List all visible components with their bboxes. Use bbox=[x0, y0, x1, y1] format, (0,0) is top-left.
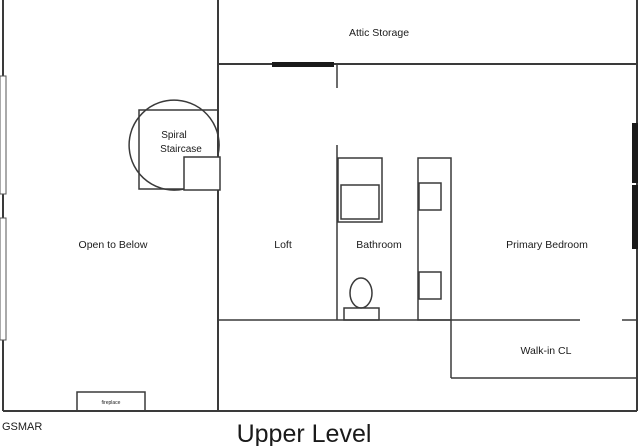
interior-walls bbox=[218, 145, 637, 379]
bedroom-window-upper bbox=[632, 123, 638, 183]
walk-in-closet-label: Walk-in CL bbox=[521, 345, 572, 357]
bathroom-label: Bathroom bbox=[356, 239, 402, 251]
plan-title: Upper Level bbox=[237, 420, 372, 446]
bedroom-window-lower bbox=[632, 185, 638, 249]
bathroom-vanity bbox=[337, 157, 383, 223]
bathroom-sink bbox=[340, 184, 380, 220]
spiral-staircase bbox=[128, 99, 221, 191]
loft-label: Loft bbox=[274, 239, 292, 251]
toilet-tank bbox=[343, 307, 380, 321]
closet-unit bbox=[417, 157, 452, 321]
attic-window bbox=[272, 62, 334, 67]
spiral-label-line2: Staircase bbox=[160, 144, 202, 155]
closet-shelf-upper bbox=[418, 182, 442, 211]
toilet-bowl bbox=[349, 277, 373, 309]
fireplace-box bbox=[76, 391, 146, 412]
fireplace-label: fireplace bbox=[102, 400, 121, 406]
watermark: GSMAR bbox=[2, 421, 42, 433]
open-to-below-label: Open to Below bbox=[79, 239, 148, 251]
spiral-label-line1: Spiral bbox=[161, 130, 187, 141]
primary-bedroom-label: Primary Bedroom bbox=[506, 239, 588, 251]
closet-shelf-lower bbox=[418, 271, 442, 300]
left-window-lower bbox=[0, 217, 7, 341]
attic-storage-label: Attic Storage bbox=[349, 27, 409, 39]
left-window-upper bbox=[0, 75, 7, 195]
